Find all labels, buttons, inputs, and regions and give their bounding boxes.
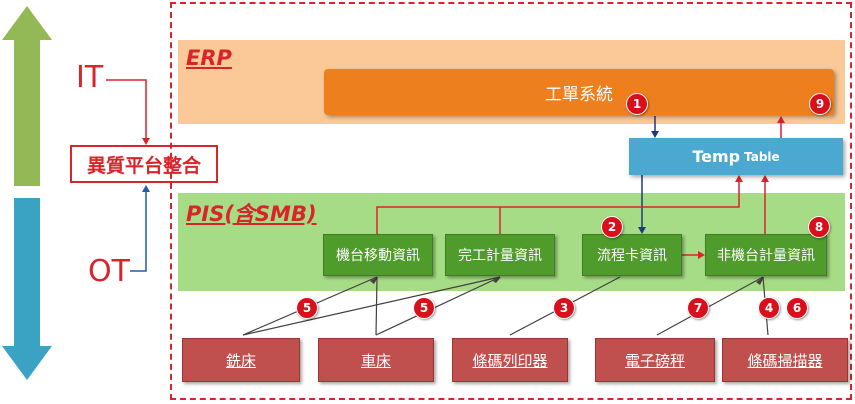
head-machinemove-a — [370, 277, 378, 284]
temp-table-label-b: Table — [744, 149, 780, 164]
device-barcode-printer: 條碼列印器 — [452, 338, 568, 382]
step-badge-4: 4 — [758, 297, 780, 319]
device-barcode-printer-label: 條碼列印器 — [472, 351, 548, 370]
pis-layer-title: PIS(含SMB) — [186, 202, 317, 226]
device-milling: 銑床 — [182, 338, 300, 382]
flow-card-info: 流程卡資訊 — [582, 234, 682, 276]
connector-pis-to-temp — [376, 182, 740, 234]
ot-connector-head — [142, 185, 150, 192]
it-connector — [106, 79, 147, 140]
line-milling-to-finishcount — [242, 276, 501, 336]
temp-table: Temp Table — [629, 138, 843, 175]
temp-table-label-a: Temp — [692, 147, 741, 166]
it-label: IT — [76, 60, 104, 95]
device-electronic-scale-label: 電子磅秤 — [624, 351, 685, 370]
connector-temp-to-flowcard-head — [638, 227, 646, 234]
non-machine-count-info: 非機台計量資訊 — [705, 234, 827, 276]
it-up-arrow — [2, 6, 52, 186]
step-badge-2: 2 — [601, 216, 623, 238]
device-electronic-scale: 電子磅秤 — [595, 338, 715, 382]
work-order-system: 工單系統 — [324, 69, 834, 115]
device-lathe: 車床 — [318, 338, 434, 382]
step-badge-8: 8 — [808, 216, 830, 238]
heterogeneous-platform-integration: 異質平台整合 — [70, 145, 218, 183]
device-milling-label: 銑床 — [225, 351, 256, 370]
device-lathe-label: 車床 — [360, 351, 391, 370]
step-badge-7: 7 — [687, 297, 709, 319]
step-badge-5b: 5 — [413, 297, 435, 319]
completion-count-info: 完工計量資訊 — [445, 234, 555, 276]
connector-temp-to-erp-head — [777, 116, 785, 123]
step-badge-5a: 5 — [296, 297, 318, 319]
line-lathe-to-finishcount — [375, 276, 501, 336]
step-badge-1: 1 — [626, 93, 648, 115]
head-nonmachine-a — [756, 277, 764, 285]
step-badge-3: 3 — [553, 297, 575, 319]
line-scale-to-nonmachine — [656, 276, 764, 336]
ot-label: OT — [88, 254, 130, 289]
ot-connector — [130, 192, 147, 272]
connector-erp-to-temp-head — [651, 131, 659, 138]
step-badge-9: 9 — [809, 93, 831, 115]
device-barcode-scanner-label: 條碼掃描器 — [747, 351, 823, 370]
it-connector-head — [142, 138, 150, 145]
erp-layer-title: ERP — [186, 46, 232, 70]
line-lathe-to-machinemove — [375, 276, 378, 336]
connector-flowcard-to-nonmachine-head — [698, 251, 705, 259]
connector-nonmachine-to-temp-head — [761, 175, 769, 182]
head-finishcount-a — [493, 277, 501, 283]
machine-movement-info: 機台移動資訊 — [323, 234, 433, 276]
connector-pis-to-temp-head — [735, 175, 743, 182]
step-badge-6: 6 — [786, 297, 808, 319]
device-barcode-scanner: 條碼掃描器 — [722, 338, 848, 382]
system-boundary-frame — [170, 2, 852, 400]
ot-down-arrow — [2, 198, 52, 380]
